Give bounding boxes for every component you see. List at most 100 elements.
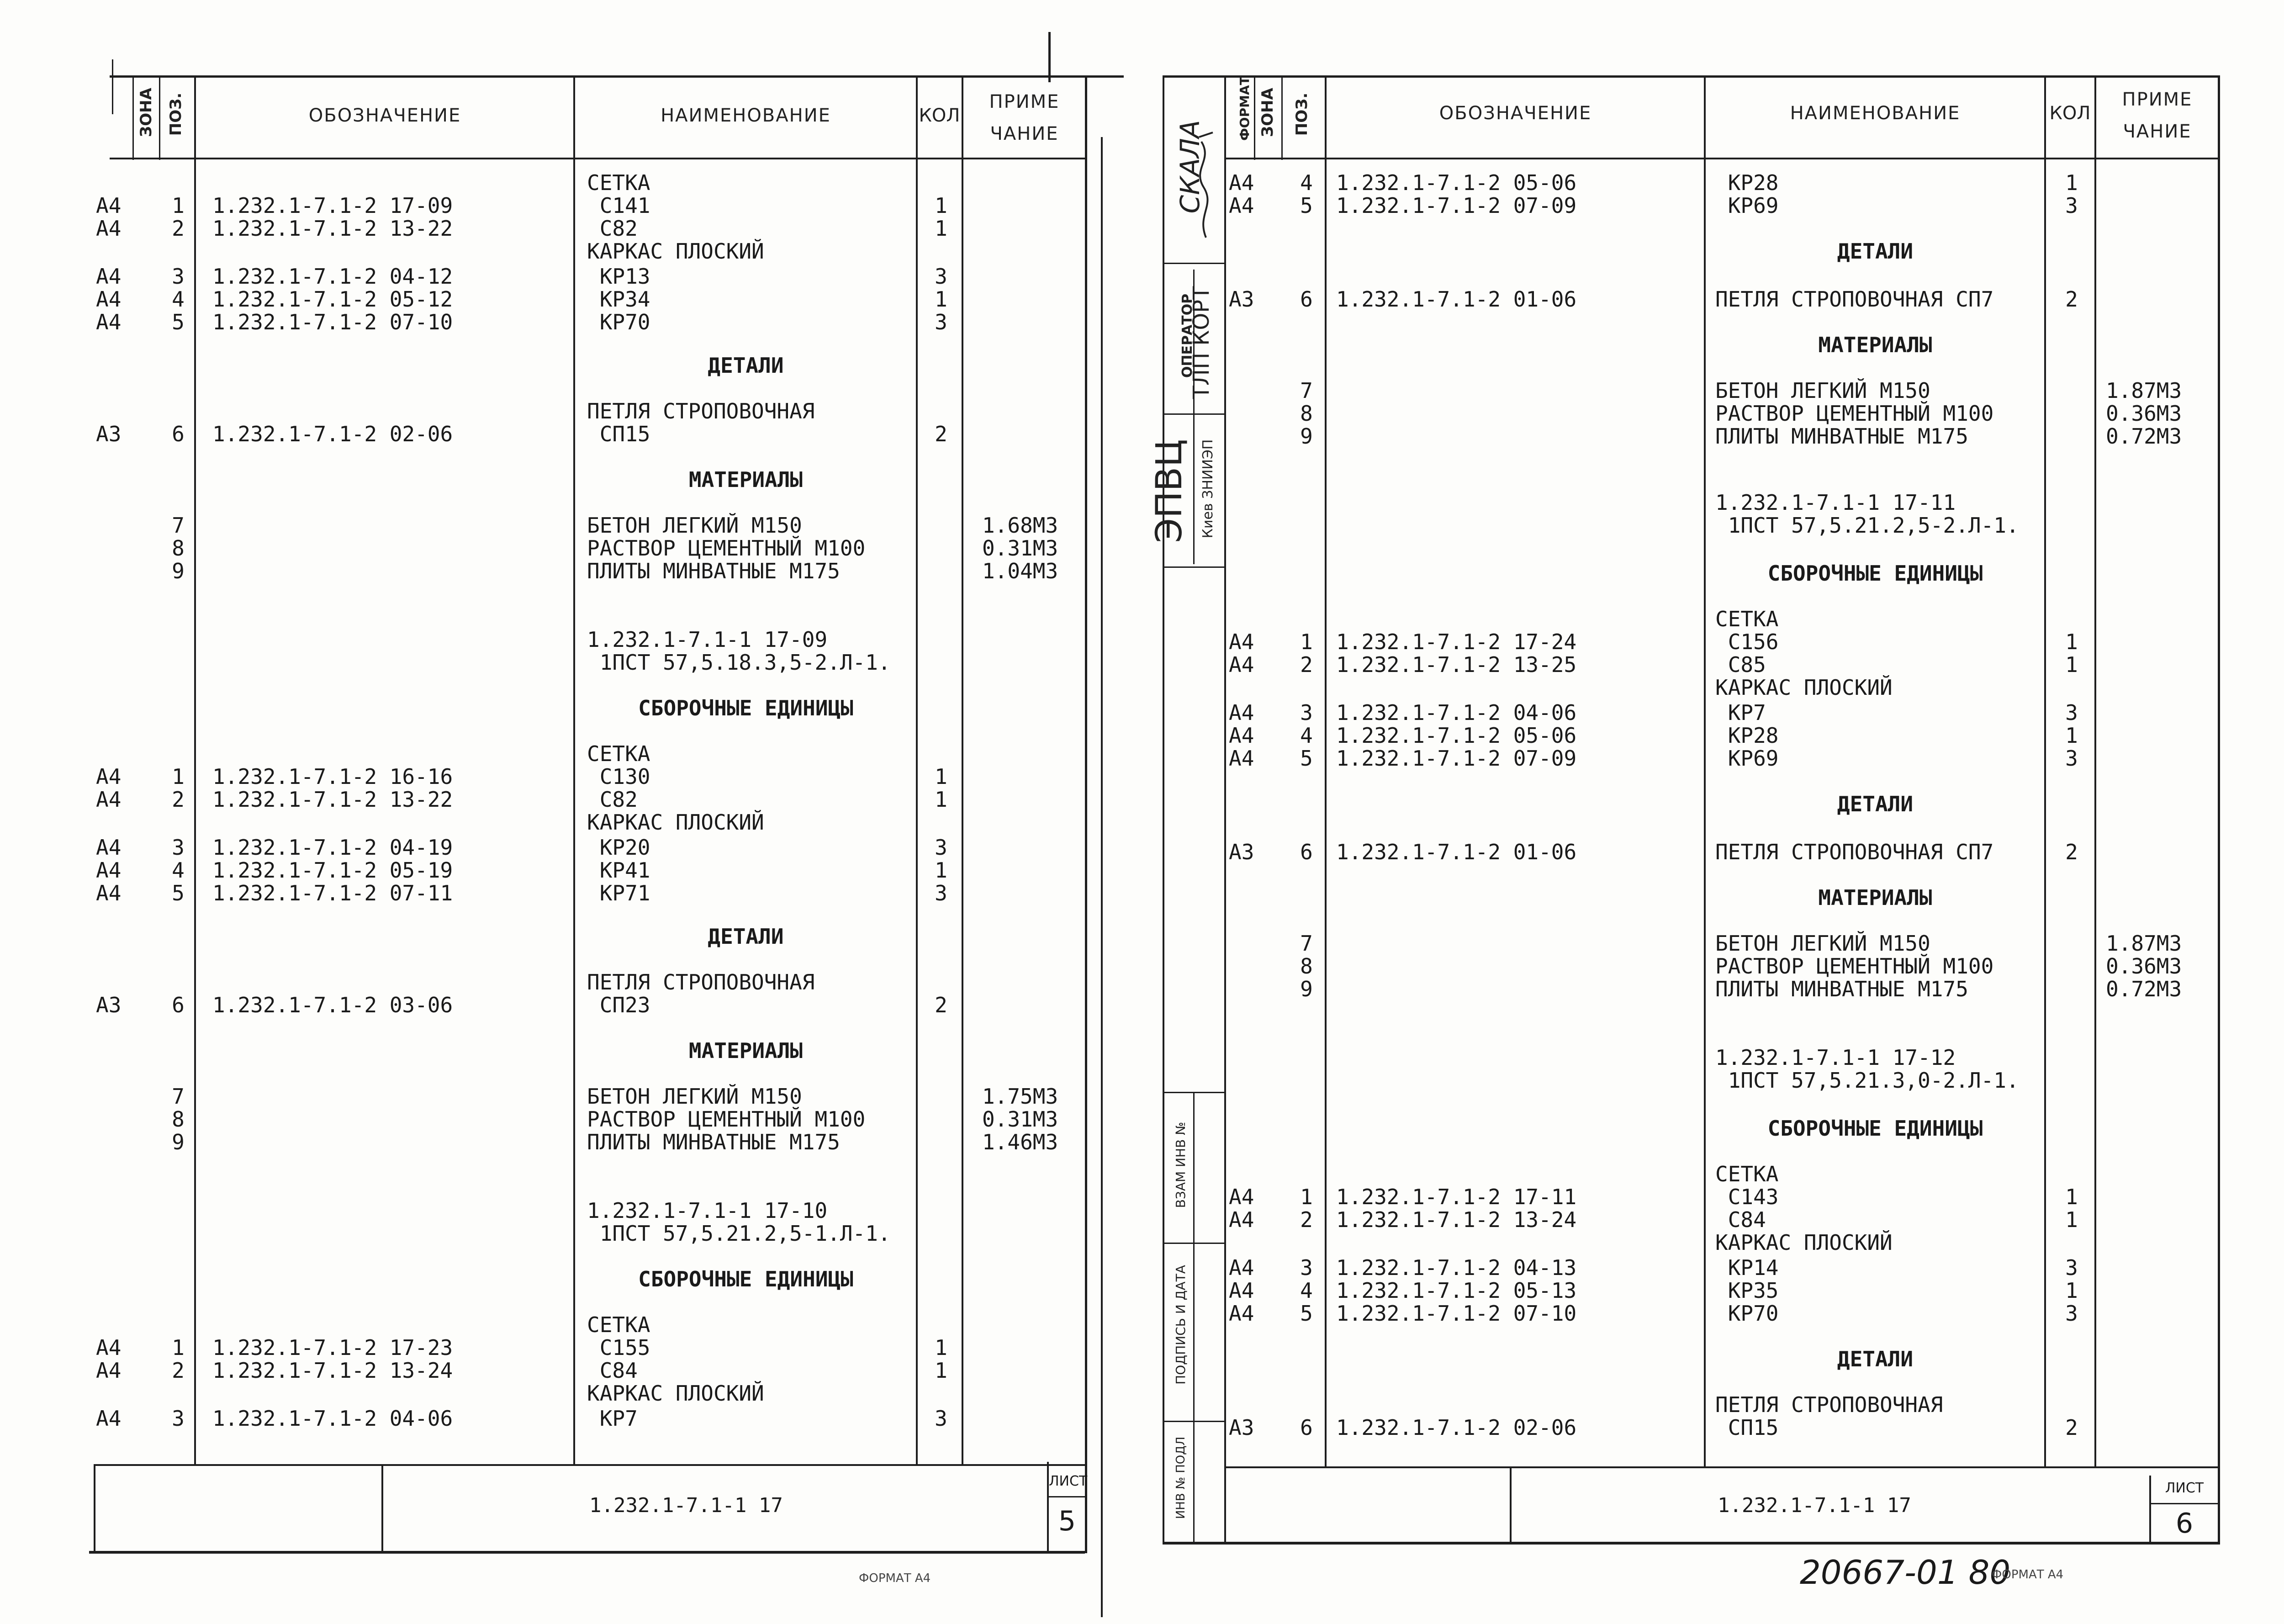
left-frame-top [110,75,1124,78]
left-col-qty-r [962,75,963,1464]
cell-des: 1.232.1-7.1-2 05-12 [212,287,453,312]
right-col-des-r [1704,75,1706,1466]
cell-pos: 3 [172,264,185,289]
cell-name: 1ПСТ 57,5.21.2,5-1.Л-1. [587,1221,891,1246]
cell-pos: 1 [1300,629,1313,654]
cell-name: 1.232.1-7.1-1 17-12 [1715,1045,1956,1070]
archive-number: 20667-01 80 [1800,1553,2011,1592]
cell-qty: 1 [2065,1185,2078,1209]
left-designation-header: ОБОЗНАЧЕНИЕ [308,105,461,126]
cell-name: КАРКАС ПЛОСКИЙ [587,1381,764,1406]
cell-note: 0.36М3 [2106,954,2182,979]
cell-name: 1.232.1-7.1-1 17-10 [587,1198,828,1223]
right-pos-header: ПОЗ. [1293,92,1311,136]
cell-des: 1.232.1-7.1-2 13-24 [212,1358,453,1383]
cell-des: 1.232.1-7.1-2 07-10 [1336,1301,1577,1326]
cell-zone: А4 [96,835,122,860]
cell-pos: 5 [1300,746,1313,771]
right-col-fmt-r [1254,75,1255,160]
cell-pos: 7 [172,1084,185,1109]
cell-name: СБОРОЧНЫЕ ЕДИНИЦЫ [1767,561,1983,586]
cell-pos: 6 [1300,840,1313,864]
right-zone-header: ЗОНА [1258,88,1277,137]
left-col-zone-l [132,75,134,160]
cell-qty: 3 [2065,1255,2078,1280]
cell-qty: 1 [935,1335,947,1360]
cell-name: КАРКАС ПЛОСКИЙ [1715,1230,1893,1255]
cell-zone: А4 [1229,746,1254,771]
cell-note: 0.31М3 [982,1107,1058,1132]
left-list-label: ЛИСТ [1049,1473,1088,1489]
right-designation-header: ОБОЗНАЧЕНИЕ [1439,103,1592,124]
cell-name: 1ПСТ 57,5.21.3,0-2.Л-1. [1715,1068,2019,1093]
stamp-box-line-1 [1163,263,1224,264]
cell-des: 1.232.1-7.1-2 01-06 [1336,287,1577,312]
cell-zone: А4 [1229,193,1254,218]
cell-qty: 1 [935,764,947,789]
left-doc-code: 1.232.1-7.1-1 17 [589,1494,783,1517]
cell-des: 1.232.1-7.1-2 16-16 [212,764,453,789]
cell-des: 1.232.1-7.1-2 04-06 [212,1406,453,1431]
stamp-epvc: ЭПВЦ [1149,439,1190,543]
cell-qty: 3 [2065,700,2078,725]
cell-name: С155 [587,1335,650,1360]
cell-pos: 3 [172,1406,185,1431]
cell-name: ПЕТЛЯ СТРОПОВОЧНАЯ СП7 [1715,840,1994,864]
cell-name: 1.232.1-7.1-1 17-11 [1715,490,1956,515]
cell-name: ДЕТАЛИ [1837,1347,1914,1371]
side-box-inner [1193,1092,1195,1542]
cell-zone: А4 [1229,629,1254,654]
cell-zone: А4 [1229,1207,1254,1232]
cell-pos: 4 [1300,170,1313,195]
cell-des: 1.232.1-7.1-2 05-06 [1336,723,1577,748]
left-fold-mark [1048,32,1051,82]
cell-name: СБОРОЧНЫЕ ЕДИНИЦЫ [638,1267,853,1291]
cell-qty: 3 [935,835,947,860]
cell-name: СБОРОЧНЫЕ ЕДИНИЦЫ [1767,1116,1983,1141]
cell-zone: А4 [96,310,122,334]
left-qty-header: КОЛ [919,105,960,126]
cell-name: СЕТКА [587,170,650,195]
cell-pos: 6 [172,422,185,446]
cell-qty: 2 [935,993,947,1017]
stamp-tlp-kort: ТЛП КОРТ [1189,286,1214,399]
cell-pos: 9 [172,1130,185,1154]
right-name-header: НАИМЕНОВАНИЕ [1790,103,1961,124]
cell-pos: 8 [172,1107,185,1132]
cell-des: 1.232.1-7.1-2 17-09 [212,193,453,218]
cell-qty: 3 [2065,746,2078,771]
left-stamp-left [94,1464,95,1551]
cell-name: С141 [587,193,650,218]
cell-qty: 1 [2065,170,2078,195]
cell-name: РАСТВОР ЦЕМЕНТНЫЙ М100 [587,1107,866,1132]
cell-name: МАТЕРИАЛЫ [688,467,803,492]
cell-name: С82 [587,787,638,812]
cell-zone: А4 [1229,170,1254,195]
left-stamp-top [94,1464,1087,1466]
right-col-name-r [2044,75,2046,1466]
cell-zone: А4 [96,287,122,312]
left-sheetbox-mid [1047,1496,1087,1497]
cell-name: КР20 [587,835,650,860]
cell-name: БЕТОН ЛЕГКИЙ М150 [587,1084,802,1109]
right-format-header: ФОРМАТ [1237,76,1252,141]
cell-zone: А4 [96,858,122,883]
cell-pos: 4 [1300,1278,1313,1303]
right-frame-bottom [1163,1542,2220,1545]
cell-zone: А4 [96,264,122,289]
cell-zone: А3 [1229,840,1254,864]
cell-name: СЕТКА [1715,607,1779,631]
left-frame-bottom [89,1551,1085,1554]
left-format-label: ФОРМАТ А4 [859,1571,931,1585]
cell-pos: 1 [172,193,185,218]
cell-name: ПЛИТЫ МИНВАТНЫЕ М175 [587,1130,840,1154]
cell-name: КР71 [587,881,650,905]
cell-name: РАСТВОР ЦЕМЕНТНЫЙ М100 [587,536,866,561]
cell-pos: 1 [1300,1185,1313,1209]
cell-zone: А3 [96,993,122,1017]
cell-note: 0.31М3 [982,536,1058,561]
left-header-bottom [110,158,1087,159]
right-stamp-top [1224,1466,2220,1468]
cell-qty: 2 [935,422,947,446]
cell-name: МАТЕРИАЛЫ [1818,333,1932,357]
